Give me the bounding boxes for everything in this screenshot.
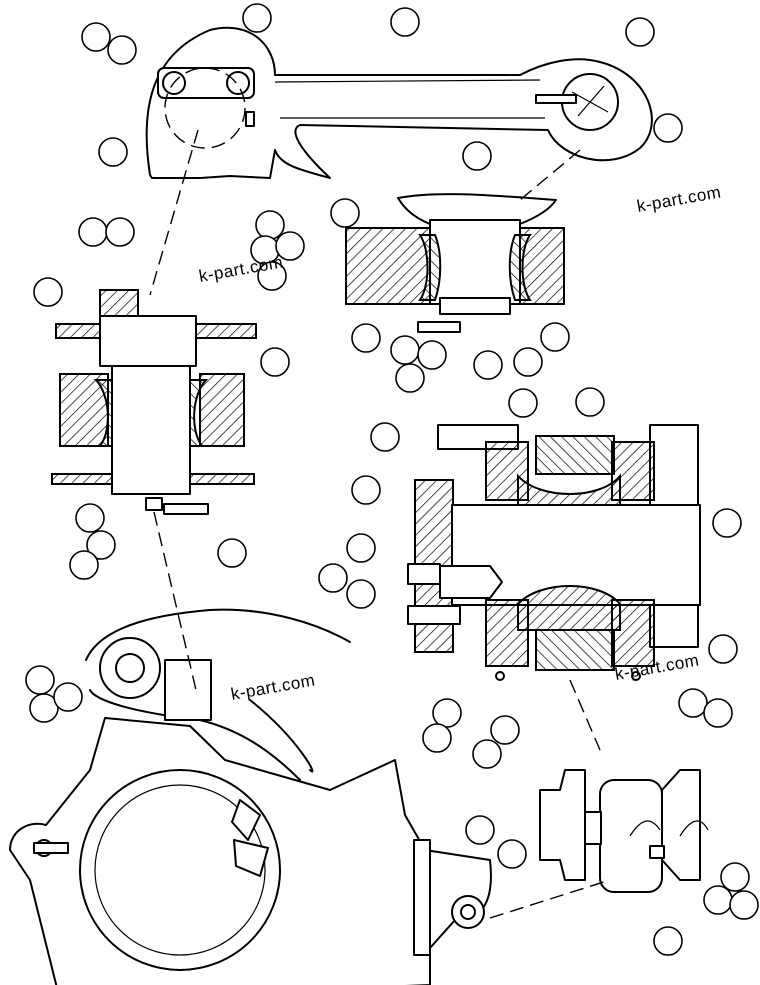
callout-balloon [472, 739, 502, 769]
callout-balloon [513, 347, 543, 377]
callout-balloon [275, 231, 305, 261]
callout-balloon [53, 682, 83, 712]
callout-balloon [81, 22, 111, 52]
callout-balloon [33, 277, 63, 307]
callout-balloon [729, 890, 759, 920]
callout-balloon [255, 210, 285, 240]
callout-balloon [107, 35, 137, 65]
callout-balloon [625, 17, 655, 47]
callout-balloon [346, 533, 376, 563]
callout-balloon [432, 698, 462, 728]
callout-balloon [98, 137, 128, 167]
callout-balloon [417, 340, 447, 370]
callout-balloon [678, 688, 708, 718]
callout-balloon [395, 363, 425, 393]
callout-balloon [217, 538, 247, 568]
callout-balloon [257, 261, 287, 291]
callout-balloon [242, 3, 272, 33]
callout-balloon [351, 323, 381, 353]
callout-balloon [703, 885, 733, 915]
callout-balloon [370, 422, 400, 452]
vertical-pin-section [51, 289, 257, 515]
callout-balloon [712, 508, 742, 538]
callout-balloons [25, 3, 759, 956]
callout-balloon [422, 723, 452, 753]
pin-bearing-section-top [345, 193, 565, 333]
equalizer-bar-assembly [145, 26, 653, 179]
callout-balloon [653, 113, 683, 143]
callout-balloon [540, 322, 570, 352]
callout-balloon [703, 698, 733, 728]
assembly-dashed-lines [149, 129, 611, 919]
callout-balloon [29, 693, 59, 723]
callout-balloon [346, 579, 376, 609]
roller-bearing-section [407, 424, 701, 681]
callout-balloon [318, 563, 348, 593]
callout-balloon [497, 839, 527, 869]
callout-balloon [86, 530, 116, 560]
track-roller [539, 769, 709, 893]
callout-balloon [462, 141, 492, 171]
callout-balloon [465, 815, 495, 845]
callout-balloon [490, 715, 520, 745]
callout-balloon [575, 387, 605, 417]
callout-balloon [25, 665, 55, 695]
watermark-text: k-part.com [229, 670, 316, 704]
callout-balloon [75, 503, 105, 533]
roller-frame [9, 608, 492, 985]
callout-balloon [78, 217, 108, 247]
callout-balloon [390, 7, 420, 37]
watermark-text: k-part.com [635, 182, 722, 216]
callout-balloon [653, 926, 683, 956]
callout-balloon [508, 388, 538, 418]
callout-balloon [708, 634, 738, 664]
callout-balloon [105, 217, 135, 247]
callout-balloon [260, 347, 290, 377]
callout-balloon [69, 550, 99, 580]
callout-balloon [720, 862, 750, 892]
callout-balloon [473, 350, 503, 380]
callout-balloon [330, 198, 360, 228]
callout-balloon [390, 335, 420, 365]
callout-balloon [351, 475, 381, 505]
